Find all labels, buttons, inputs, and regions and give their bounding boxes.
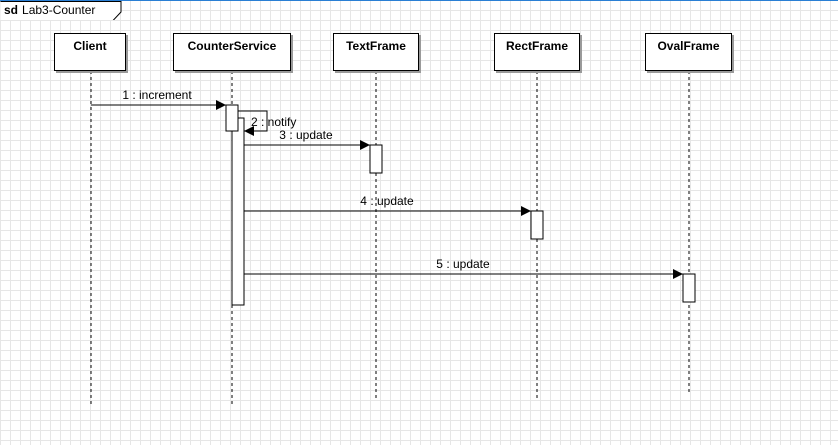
activation-rectframe xyxy=(530,210,544,240)
message-label-update-textframe: 3 : update xyxy=(279,128,333,142)
frame-top-border xyxy=(0,0,838,1)
participant-client[interactable]: Client xyxy=(54,33,126,71)
message-label-update-rectframe: 4 : update xyxy=(360,194,414,208)
activation-counterservice-main xyxy=(231,117,245,306)
activation-textframe xyxy=(369,144,383,174)
participant-ovalframe[interactable]: OvalFrame xyxy=(645,33,732,71)
frame-name: Lab3-Counter xyxy=(22,3,96,17)
participant-textframe[interactable]: TextFrame xyxy=(333,33,419,71)
activation-counterservice-increment xyxy=(225,104,239,132)
message-label-notify: 2 : notify xyxy=(251,115,297,129)
participant-counterservice[interactable]: CounterService xyxy=(173,33,291,71)
participant-rectframe[interactable]: RectFrame xyxy=(494,33,580,71)
frame-keyword: sd xyxy=(4,3,19,17)
message-label-update-ovalframe: 5 : update xyxy=(436,257,490,271)
frame-tab xyxy=(0,1,122,20)
message-label-increment: 1 : increment xyxy=(122,88,192,102)
message-notify-arrow xyxy=(238,110,268,136)
activation-ovalframe xyxy=(682,273,696,303)
